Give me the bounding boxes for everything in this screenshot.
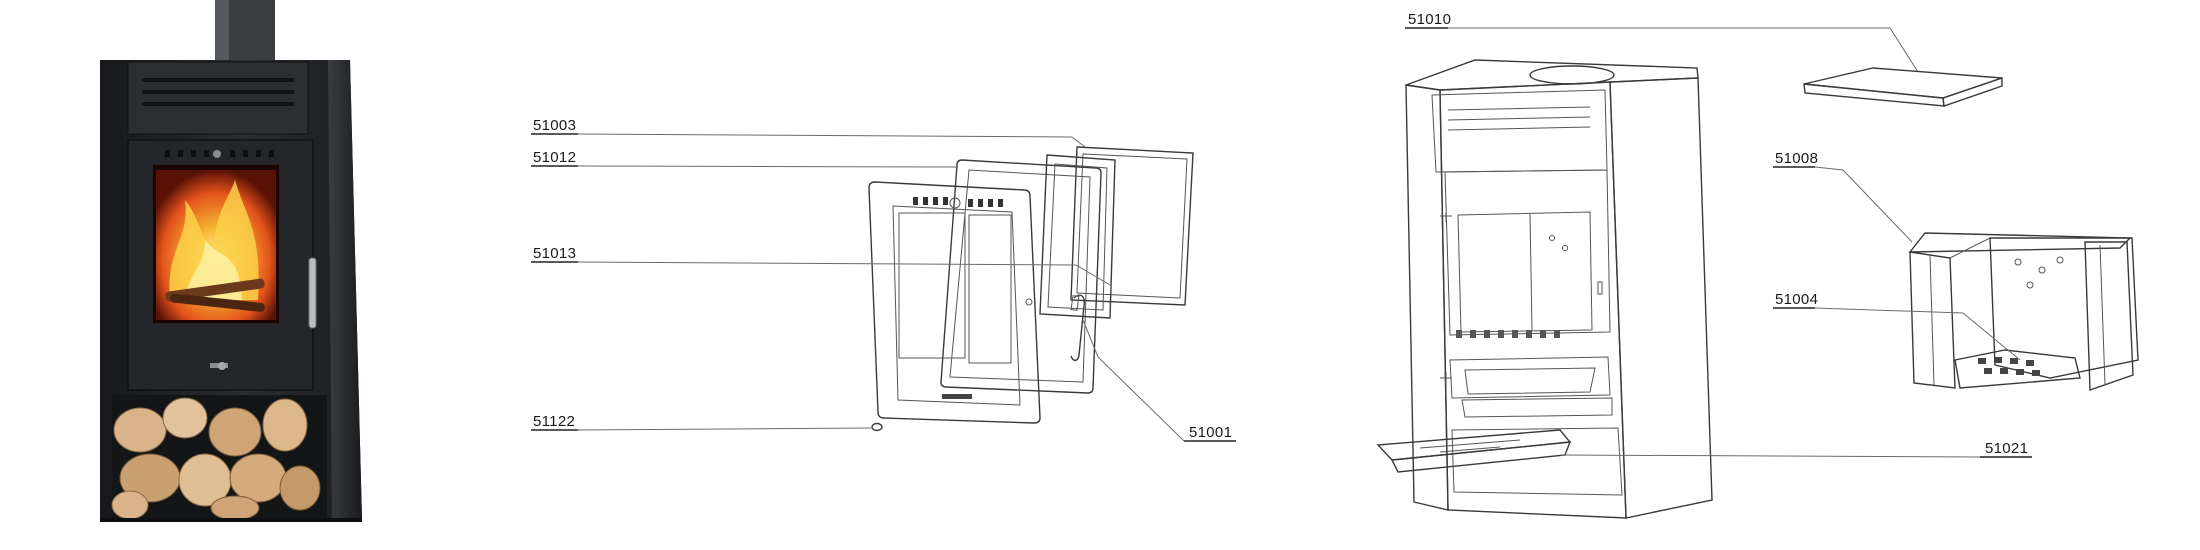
brand-plate [942, 394, 972, 399]
part-label-51001: 51001 [1189, 424, 1232, 441]
vent-slot [142, 102, 294, 106]
part-51004-grate [1954, 349, 2081, 389]
ash-control-knob [218, 362, 226, 370]
part-51008-firebox-liner [1908, 232, 2139, 391]
chimney-pipe-shade [215, 0, 229, 60]
burning-logs [165, 278, 265, 312]
part-label-51010: 51010 [1408, 11, 1451, 28]
top-vent-panel [127, 61, 309, 135]
part-51122-screw [871, 422, 883, 432]
part-label-51008: 51008 [1775, 150, 1818, 167]
door-vents [913, 197, 1003, 207]
part-label-51004: 51004 [1775, 291, 1818, 308]
part-51010-top-plate [1803, 67, 2003, 107]
part-label-51021: 51021 [1985, 440, 2028, 457]
stove-body-drawing [1376, 59, 1713, 519]
part-51013-frame [1039, 154, 1116, 319]
door-assembly [868, 146, 1194, 432]
body-leader-lines [1405, 27, 2032, 458]
stove-photo [100, 0, 362, 522]
firewood-stack [111, 397, 321, 521]
part-label-51003: 51003 [533, 117, 576, 134]
liner-leader-lines [1773, 166, 2021, 361]
part-label-51122: 51122 [533, 413, 575, 430]
part-label-51013: 51013 [533, 245, 576, 262]
front-door-frame [868, 181, 1041, 424]
door-leader-lines [531, 133, 1236, 442]
door-handle [308, 257, 317, 329]
stove-side-panel [328, 60, 362, 520]
part-labels: 51003 51012 51013 51122 51001 51010 5100… [533, 11, 2028, 457]
part-51012-frame [940, 159, 1102, 394]
part-51003-glass [1070, 146, 1194, 306]
door-air-vents [165, 150, 274, 157]
stove-base [100, 518, 362, 522]
door-handle-part [1070, 294, 1086, 362]
vent-slot [142, 78, 294, 82]
vent-slot [142, 90, 294, 94]
part-label-51012: 51012 [533, 149, 576, 166]
air-control-knob [213, 150, 221, 158]
